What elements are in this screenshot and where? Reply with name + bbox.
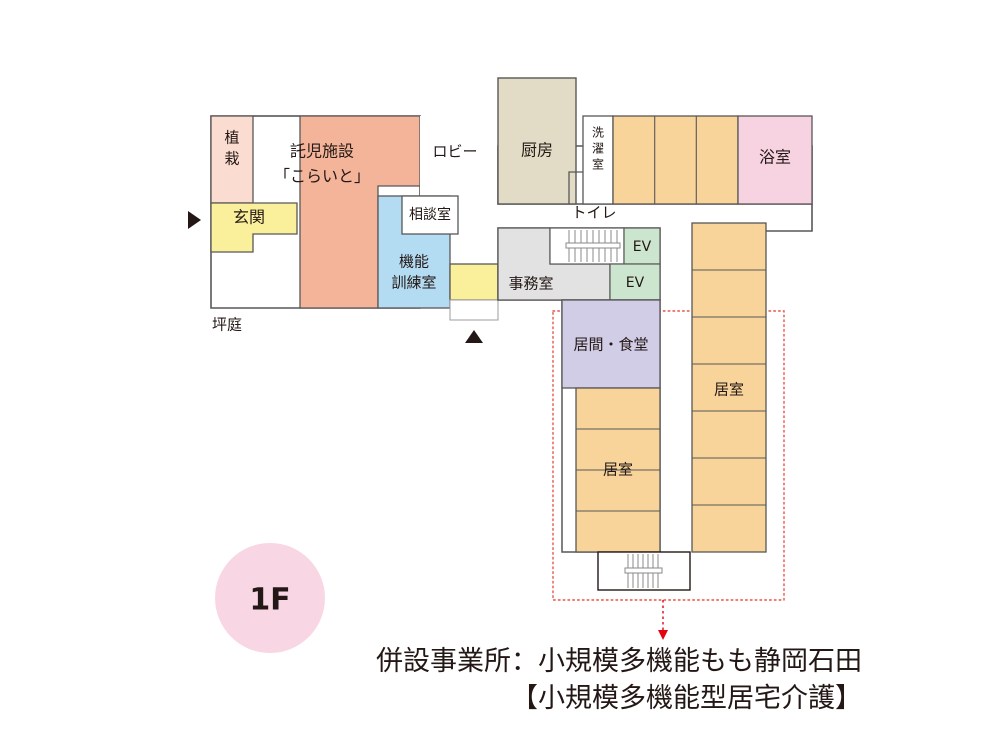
room-living-dining[interactable] xyxy=(561,299,661,389)
room-laundry-label-2: 濯 xyxy=(592,142,604,156)
corridor-link[interactable] xyxy=(449,263,499,301)
north-tatami-block[interactable] xyxy=(612,115,739,205)
stair-handrail-core xyxy=(565,242,621,249)
core-block: 事務室 EV EV xyxy=(497,227,661,301)
room-planting[interactable] xyxy=(210,115,254,204)
room-laundry-label-1: 洗 xyxy=(592,126,604,140)
room-living-dining-label: 居間・食堂 xyxy=(573,336,648,354)
entry-arrow-south-icon xyxy=(465,330,483,343)
room-laundry-label-3: 室 xyxy=(592,157,604,172)
room-training-label-line1: 機能 xyxy=(399,253,429,271)
caption: 併設事業所：小規模多機能もも静岡石田 【小規模多機能型居宅介護】 xyxy=(376,646,862,714)
floor-badge-circle xyxy=(215,543,325,653)
elevator-2[interactable] xyxy=(609,263,661,301)
lobby-block: ロビー 機能 訓練室 相談室 xyxy=(377,116,499,343)
caption-line-2: 【小規模多機能型居宅介護】 xyxy=(511,683,862,714)
room-consult[interactable] xyxy=(401,195,459,235)
caption-line-1: 併設事業所：小規模多機能もも静岡石田 xyxy=(376,646,862,677)
north-wing: 厨房 洗 濯 室 浴室 トイレ xyxy=(497,77,813,232)
room-training-label-line2: 訓練室 xyxy=(391,274,436,292)
room-bath[interactable] xyxy=(737,115,813,205)
room-lobby[interactable] xyxy=(420,116,498,204)
room-resident-right-label: 居室 xyxy=(714,381,744,399)
laundry-partition xyxy=(568,171,583,204)
room-entrance[interactable] xyxy=(210,202,298,253)
south-annex: 居間・食堂 居室 居室 xyxy=(561,222,767,591)
elevator-1-label: EV xyxy=(633,239,652,255)
room-lobby-label: ロビー xyxy=(432,143,477,161)
room-entrance-label: 玄関 xyxy=(233,208,265,227)
entry-arrow-west-icon xyxy=(188,211,201,229)
corridor-vestibule xyxy=(449,299,499,321)
room-kitchen-label: 厨房 xyxy=(521,141,553,160)
caption-pointer-arrowhead xyxy=(658,630,668,640)
room-office-label: 事務室 xyxy=(508,275,553,293)
room-resident-right[interactable] xyxy=(691,222,767,553)
room-toilet-label: トイレ xyxy=(571,204,616,222)
elevator-2-label: EV xyxy=(626,275,645,291)
room-kitchen[interactable] xyxy=(497,77,577,205)
floor-badge-label: 1F xyxy=(249,583,290,618)
stair-handrail-south xyxy=(624,567,663,574)
room-courtyard-label: 坪庭 xyxy=(212,316,242,334)
floor-badge[interactable]: 1F xyxy=(215,543,325,653)
room-bath-label: 浴室 xyxy=(759,148,791,167)
room-resident-left-label: 居室 xyxy=(603,461,633,479)
room-consult-label: 相談室 xyxy=(409,206,451,223)
caption-pointer xyxy=(658,600,668,640)
room-planting-label-1: 植 xyxy=(224,129,239,147)
left-wing: 植 栽 託児施設 「こらいと」 玄関 坪庭 xyxy=(188,115,421,334)
room-daycare-label-line2: 「こらいと」 xyxy=(274,167,370,186)
room-daycare-label-line1: 託児施設 xyxy=(290,142,354,161)
room-planting-label-2: 栽 xyxy=(224,150,239,168)
